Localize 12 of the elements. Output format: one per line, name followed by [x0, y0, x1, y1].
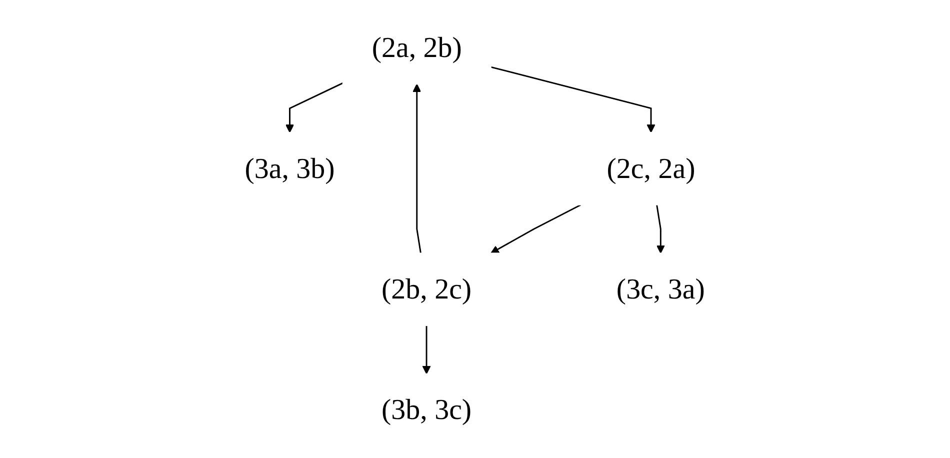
arrow — [656, 204, 666, 254]
node-text: (2c, 2a) — [606, 152, 696, 185]
arrow — [412, 84, 422, 254]
node-text: (3b, 3c) — [382, 394, 472, 426]
node-text: (3a, 3b) — [244, 152, 335, 185]
arrow — [422, 326, 431, 374]
arrow — [286, 82, 344, 133]
node-text: (3c, 3a) — [616, 273, 706, 306]
node-text: (2a, 2b) — [372, 32, 462, 64]
node-text: (2b, 2c) — [382, 273, 472, 306]
arrow — [490, 204, 582, 254]
arrow — [490, 66, 656, 133]
